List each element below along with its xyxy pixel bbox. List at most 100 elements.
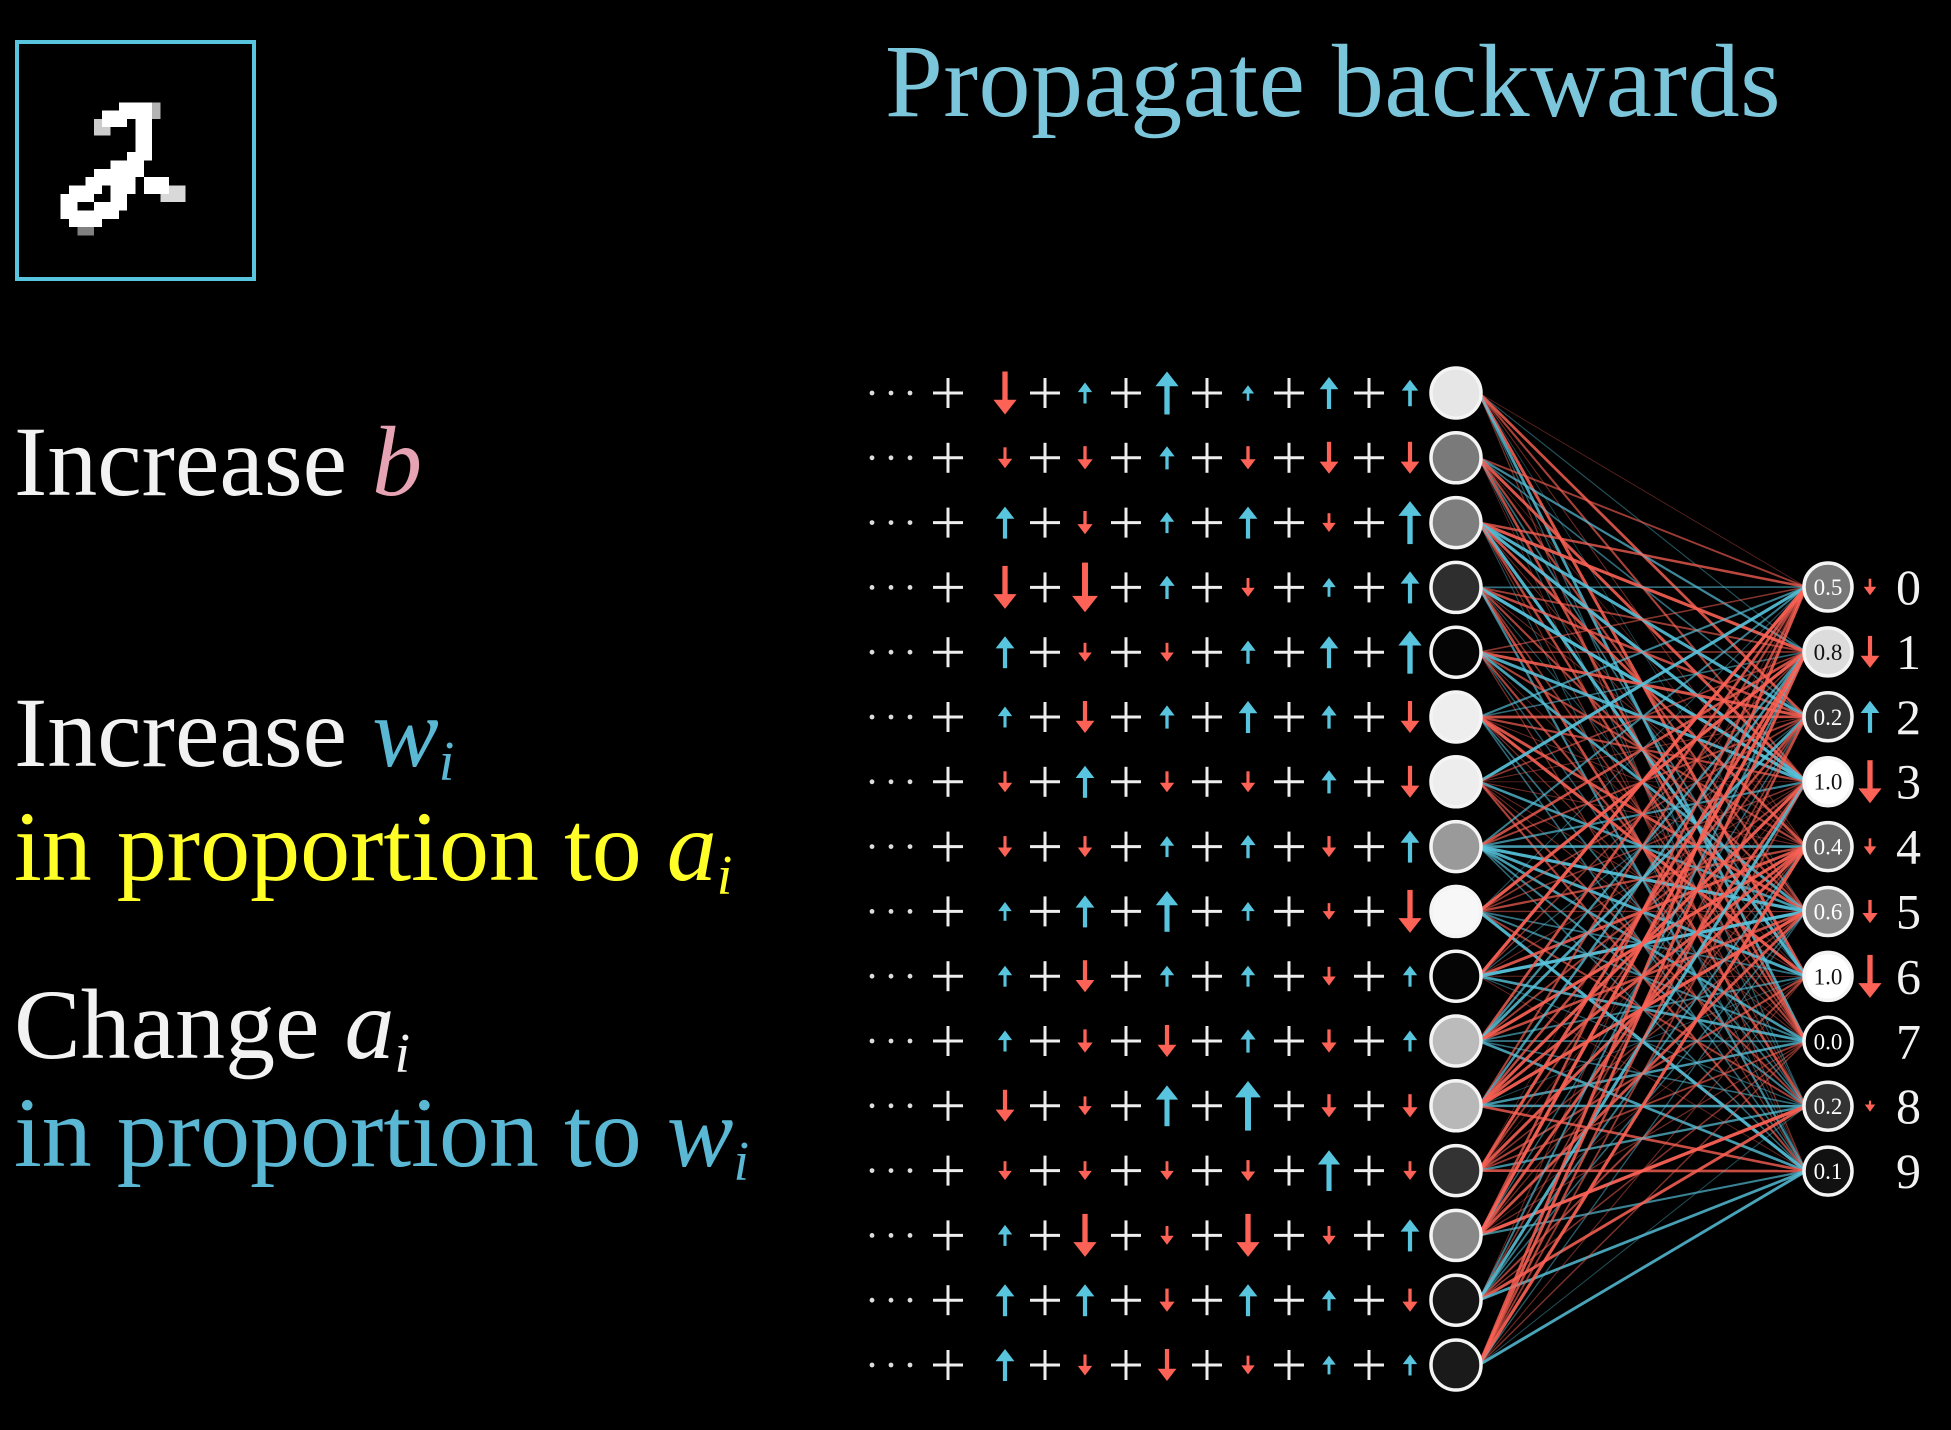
arrow-down-icon	[1400, 441, 1420, 474]
digit-label: 6	[1896, 948, 1921, 1004]
hidden-row	[869, 562, 1420, 613]
plus-icon	[933, 507, 963, 538]
arrow-up-icon	[1240, 1029, 1256, 1053]
arrow-down-icon	[1321, 836, 1337, 858]
arrow-down-icon	[1863, 838, 1877, 855]
ellipsis-dot	[869, 390, 875, 396]
instruction-increase-bias: Increase b	[14, 412, 422, 512]
plus-icon	[1111, 572, 1141, 603]
plus-icon	[933, 1220, 963, 1251]
plus-icon	[1111, 1090, 1141, 1121]
activation-value: 0.6	[1814, 900, 1843, 925]
arrow-down-icon	[1858, 954, 1882, 998]
activation-value: 0.2	[1814, 705, 1843, 730]
plus-icon	[1030, 831, 1060, 862]
hidden-neuron	[1429, 755, 1483, 809]
arrow-up-icon	[1241, 385, 1255, 401]
arrow-down-icon	[1240, 446, 1256, 470]
arrow-down-icon	[993, 565, 1017, 609]
arrow-down-icon	[1322, 966, 1336, 986]
arrow-down-icon	[1077, 1029, 1093, 1053]
plus-icon	[1111, 378, 1141, 408]
plus-icon	[1111, 442, 1141, 473]
arrow-down-icon	[1072, 562, 1098, 613]
arrow-up-icon	[1075, 895, 1095, 928]
hidden-row	[869, 765, 1420, 798]
ellipsis-dot	[869, 520, 875, 525]
ellipsis-dot	[869, 649, 875, 655]
arrow-down-icon	[1160, 642, 1174, 662]
plus-icon	[1111, 637, 1141, 668]
arrow-up-icon	[1322, 1355, 1336, 1375]
arrow-up-icon	[1322, 578, 1336, 597]
activation-subscript: i	[716, 845, 733, 907]
plus-icon	[1274, 702, 1304, 732]
arrow-down-icon	[1160, 1226, 1174, 1245]
output-neuron	[1802, 626, 1854, 678]
arrow-up-icon	[1402, 965, 1418, 987]
digit-label: 1	[1896, 624, 1921, 680]
arrow-down-icon	[993, 371, 1017, 415]
plus-icon	[1274, 637, 1304, 668]
arrow-down-icon	[1241, 578, 1255, 597]
instruction-text: in proportion to	[14, 791, 667, 902]
plus-icon	[1354, 1220, 1384, 1251]
arrow-up-icon	[995, 1284, 1015, 1317]
ellipsis-dot	[907, 909, 913, 914]
arrow-up-icon	[998, 902, 1012, 921]
plus-icon	[1030, 1350, 1060, 1380]
plus-icon	[1192, 507, 1222, 538]
hidden-neuron	[1429, 819, 1483, 874]
ellipsis-dot	[907, 1168, 913, 1173]
hidden-neuron	[1429, 1208, 1483, 1263]
hidden-neuron	[1429, 625, 1483, 679]
ellipsis-dot	[869, 909, 875, 914]
input-digit-image	[15, 40, 256, 281]
instruction-activations-condition: in proportion to wi	[14, 1083, 749, 1191]
output-neuron	[1802, 1080, 1854, 1132]
arrow-up-icon	[1398, 501, 1422, 545]
arrow-up-icon	[1238, 701, 1258, 733]
ellipsis-dot	[869, 844, 875, 849]
plus-icon	[1354, 442, 1384, 473]
plus-icon	[1030, 702, 1060, 732]
output-neuron	[1802, 691, 1854, 743]
plus-icon	[1111, 507, 1141, 538]
arrow-up-icon	[1240, 835, 1256, 859]
ellipsis-dot	[869, 1168, 875, 1173]
plus-icon	[1192, 442, 1222, 473]
ellipsis-dot	[888, 520, 894, 525]
arrow-up-icon	[1321, 1289, 1337, 1311]
output-neuron	[1802, 820, 1854, 873]
plus-icon	[1192, 766, 1222, 797]
bias-symbol: b	[372, 406, 423, 517]
ellipsis-dot	[888, 1362, 894, 1368]
ellipsis-dot	[869, 1233, 875, 1238]
activation-value: 1.0	[1814, 964, 1843, 989]
arrow-up-icon	[995, 506, 1015, 539]
hidden-neuron	[1429, 1079, 1483, 1133]
plus-icon	[1111, 896, 1141, 927]
ellipsis-dot	[907, 455, 913, 461]
weight-subscript: i	[438, 731, 455, 793]
plus-icon	[1030, 1155, 1060, 1186]
ellipsis-dot	[888, 1038, 894, 1044]
arrow-down-icon	[1075, 960, 1095, 993]
hidden-row	[869, 1284, 1418, 1317]
arrow-up-icon	[1319, 377, 1339, 409]
hidden-row	[869, 960, 1418, 993]
instruction-text: Increase	[14, 406, 373, 517]
arrow-up-icon	[1159, 965, 1175, 987]
arrow-down-icon	[1860, 635, 1880, 668]
plus-icon	[933, 1285, 963, 1316]
page-title: Propagate backwards	[885, 24, 1782, 139]
arrow-up-icon	[1155, 891, 1179, 932]
arrow-up-icon	[997, 965, 1013, 987]
ellipsis-dot	[869, 1103, 875, 1109]
plus-icon	[1354, 831, 1384, 862]
arrow-down-icon	[1398, 889, 1422, 933]
connections	[1477, 392, 1808, 1367]
weight-symbol: w	[666, 1077, 734, 1188]
